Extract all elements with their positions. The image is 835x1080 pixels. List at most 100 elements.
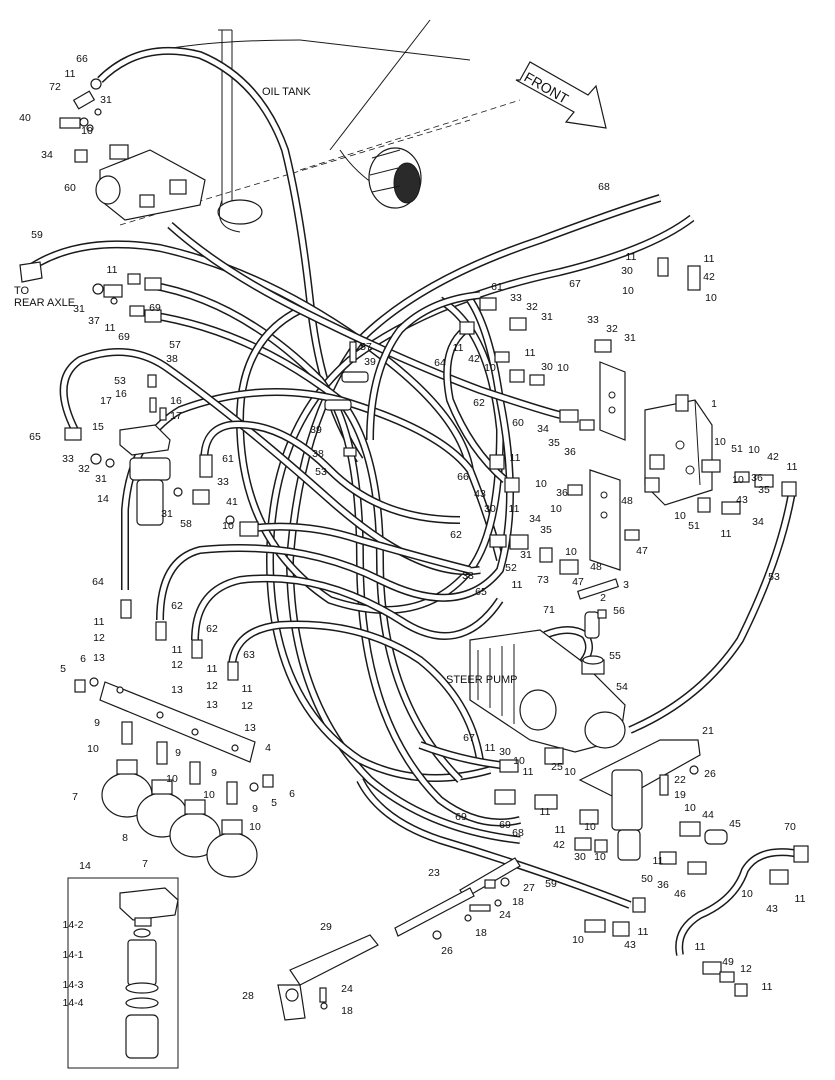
callout-49: 49 [722,956,734,968]
callout-32: 32 [606,323,618,335]
callout-10: 10 [748,444,760,456]
callout-30: 30 [621,265,633,277]
callout-53: 53 [768,571,780,583]
callout-42: 42 [767,451,779,463]
steer-pump [469,609,626,753]
callout-12: 12 [171,659,183,671]
callout-68: 68 [512,827,524,839]
callout-12: 12 [740,963,752,975]
callout-11: 11 [172,644,183,656]
callout-27: 27 [523,882,535,894]
callout-10: 10 [249,821,261,833]
callout-13: 13 [93,652,105,664]
callout-17: 17 [100,395,112,407]
callout-31: 31 [161,508,173,520]
callout-14-2: 14-2 [62,919,83,931]
callout-11: 11 [704,253,715,265]
callout-72: 72 [49,81,61,93]
callout-11: 11 [453,342,464,354]
callout-10: 10 [594,851,606,863]
callout-32: 32 [78,463,90,475]
callout-69: 69 [149,302,161,314]
callout-66: 66 [76,53,88,65]
callout-11: 11 [638,926,649,938]
callout-11: 11 [626,251,637,263]
callout-33: 33 [462,570,474,582]
callout-14-1: 14-1 [62,949,83,961]
callout-10: 10 [705,292,717,304]
callout-11: 11 [721,528,732,540]
callout-7: 7 [142,858,148,870]
to-rear-axle-label-line2: REAR AXLE [14,297,75,309]
callout-14-4: 14-4 [62,997,83,1009]
callout-11: 11 [512,579,523,591]
callout-68: 68 [598,181,610,193]
callout-37: 37 [88,315,100,327]
callout-62: 62 [473,397,485,409]
callout-61: 61 [491,281,503,293]
callout-62: 62 [171,600,183,612]
main-control-valve-1 [644,257,797,515]
callout-11: 11 [509,503,520,515]
callout-10: 10 [484,362,496,374]
callout-40: 40 [19,112,31,124]
callout-11: 11 [242,683,253,695]
callout-12: 12 [93,632,105,644]
callout-14-3: 14-3 [62,979,83,991]
callout-42: 42 [468,353,480,365]
callout-6: 6 [289,788,295,800]
callout-11: 11 [787,461,798,473]
callout-34: 34 [529,513,541,525]
callout-42: 42 [553,839,565,851]
callout-3: 3 [623,579,629,591]
callout-10: 10 [81,125,93,137]
callout-28: 28 [242,990,254,1002]
callout-64: 64 [434,357,446,369]
callout-29: 29 [320,921,332,933]
callout-32: 32 [526,301,538,313]
part-callouts: 6611723140103460591131371169695738531617… [19,53,805,1017]
callout-13: 13 [244,722,256,734]
callout-53: 53 [315,466,327,478]
callout-11: 11 [485,742,496,754]
callout-24: 24 [341,983,353,995]
callout-43: 43 [736,494,748,506]
callout-10: 10 [550,503,562,515]
callout-67: 67 [463,732,475,744]
callout-10: 10 [564,766,576,778]
callout-30: 30 [499,746,511,758]
callout-30: 30 [574,851,586,863]
callout-12: 12 [206,680,218,692]
callout-10: 10 [741,888,753,900]
callout-11: 11 [510,452,521,464]
callout-33: 33 [510,292,522,304]
callout-73: 73 [537,574,549,586]
steer-pump-label: STEER PUMP [446,674,518,686]
callout-42: 42 [703,271,715,283]
callout-11: 11 [525,347,536,359]
callout-13: 13 [171,684,183,696]
callout-5: 5 [60,663,66,675]
callout-16: 16 [115,388,127,400]
callout-31: 31 [624,332,636,344]
callout-11: 11 [105,322,116,334]
callout-33: 33 [587,314,599,326]
callout-60: 60 [512,417,524,429]
callout-43: 43 [474,488,486,500]
callout-10: 10 [732,474,744,486]
callout-44: 44 [702,809,714,821]
callout-11: 11 [207,663,218,675]
callout-48: 48 [590,561,602,573]
callout-57: 57 [360,341,372,353]
callout-26: 26 [704,768,716,780]
callout-10: 10 [166,773,178,785]
callout-11: 11 [555,824,566,836]
filter-exploded-inset [67,877,179,1069]
callout-10: 10 [535,478,547,490]
callout-36: 36 [556,487,568,499]
callout-12: 12 [241,700,253,712]
callout-10: 10 [674,510,686,522]
callout-51: 51 [731,443,743,455]
callout-10: 10 [622,285,634,297]
